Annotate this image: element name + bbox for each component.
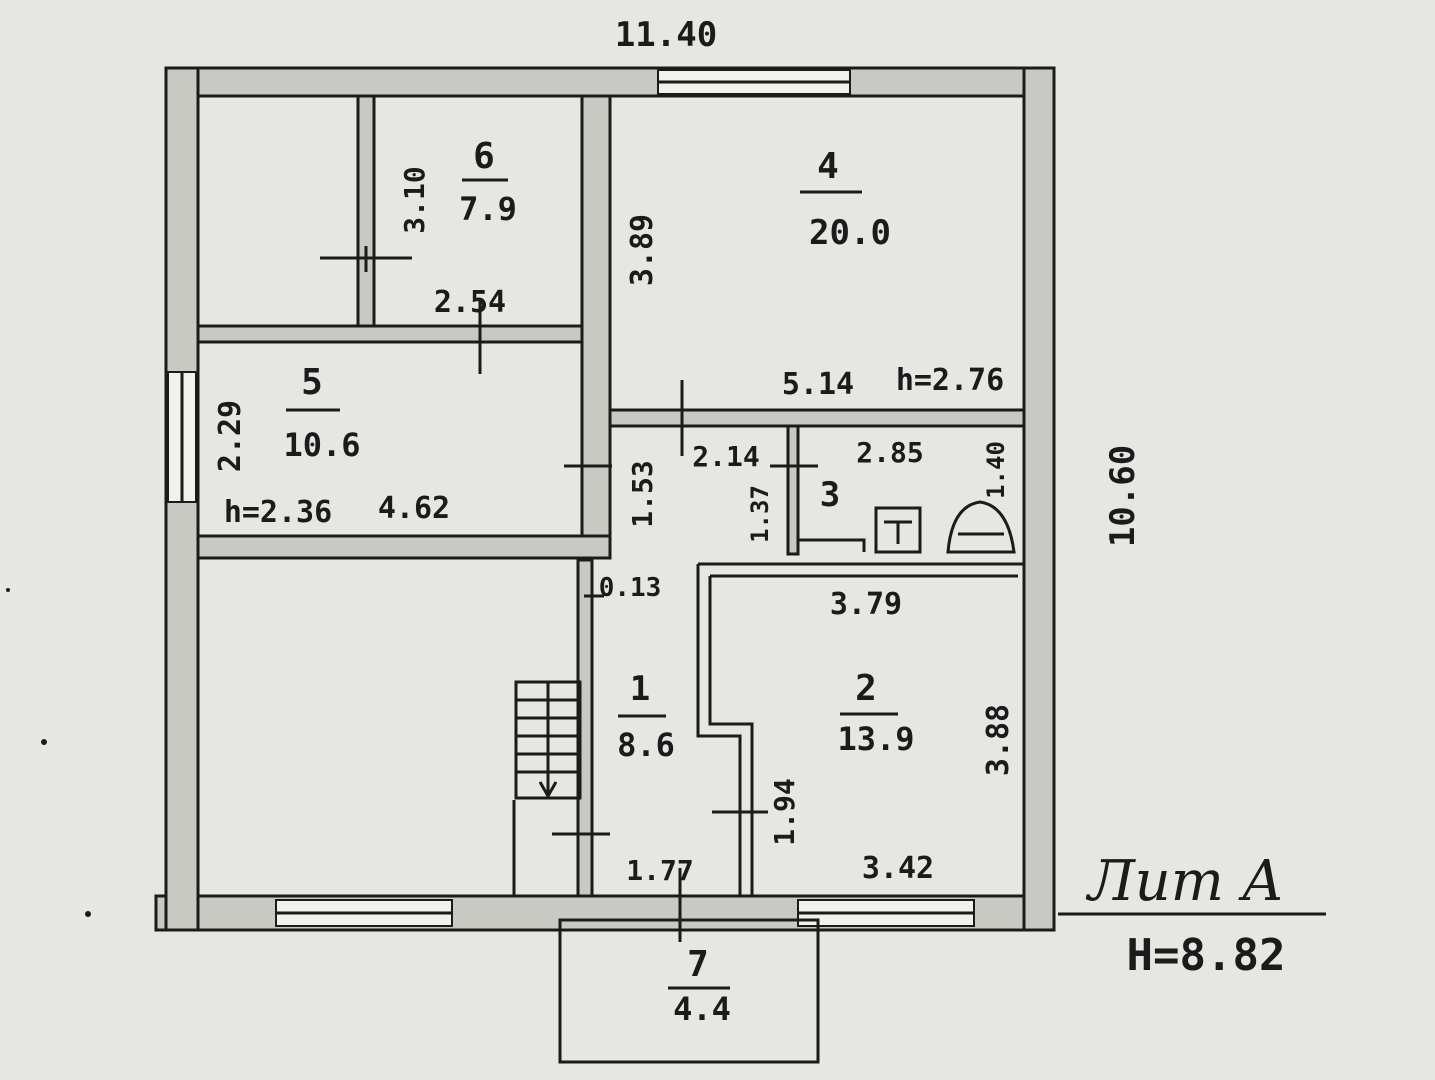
door-markers: [320, 246, 818, 942]
room-6-number: 6: [473, 136, 495, 177]
windows: [167, 69, 975, 927]
room-1-number: 1: [630, 669, 650, 709]
room-5-number: 5: [301, 362, 323, 403]
wall-5-bottom: [196, 534, 612, 560]
dim-153: 1.53: [626, 460, 659, 527]
speck: [85, 911, 91, 917]
dimension-labels: 11.40 10.60 3.10 2.54 3.89 5.14 h=2.76 2…: [213, 15, 1143, 887]
dim-342: 3.42: [862, 851, 934, 886]
dim-254: 2.54: [434, 285, 506, 320]
dim-total-height: 10.60: [1103, 445, 1143, 547]
staircase: [512, 680, 582, 896]
dim-229: 2.29: [213, 400, 248, 472]
wall-room2-outline: [696, 562, 1024, 896]
dim-137: 1.37: [746, 485, 774, 543]
dim-310: 3.10: [398, 166, 431, 233]
bathroom-fixtures: [798, 500, 1016, 554]
room-2-area: 13.9: [837, 720, 914, 758]
wall-6-5: [196, 324, 584, 344]
room-labels: 6 7.9 4 20.0 5 10.6 3 1 8.6 2 13.9 7 4.4: [283, 136, 914, 1028]
wall-north: [166, 66, 1052, 98]
room-7-number: 7: [687, 944, 709, 985]
dim-388: 3.88: [981, 704, 1016, 776]
toilet-icon: [874, 506, 922, 554]
bath-ledge: [798, 538, 866, 552]
dim-389: 3.89: [625, 214, 660, 286]
dim-214: 2.14: [692, 440, 759, 473]
wall-bath-partition: [786, 424, 800, 556]
dim-177: 1.77: [626, 854, 693, 887]
room-3-number: 3: [820, 475, 840, 515]
dim-140: 1.40: [982, 441, 1010, 499]
lit-label: Лит А: [1085, 849, 1284, 914]
dim-514: 5.14: [782, 367, 854, 402]
dim-total-width: 11.40: [615, 15, 717, 55]
dim-h-276: h=2.76: [896, 363, 1004, 398]
dim-013: 0.13: [599, 573, 662, 603]
dim-h-236: h=2.36: [224, 495, 332, 530]
room-5-area: 10.6: [283, 426, 360, 464]
wall-6-4: [580, 94, 612, 548]
building-height: Н=8.82: [1127, 930, 1286, 981]
room-6-area: 7.9: [459, 190, 517, 228]
room-4-number: 4: [817, 146, 839, 187]
room-4-area: 20.0: [809, 213, 891, 253]
interior-walls: [196, 94, 1026, 898]
porch-room7: [558, 918, 820, 1064]
wall-corridor-west: [576, 558, 594, 898]
speck: [41, 739, 47, 745]
wall-room6-partition: [356, 94, 376, 328]
dim-379: 3.79: [830, 587, 902, 622]
wall-4-bottom: [608, 408, 1026, 428]
dim-462: 4.62: [378, 491, 450, 526]
dim-194: 1.94: [768, 778, 801, 845]
dim-285: 2.85: [856, 436, 923, 469]
room-7-area: 4.4: [673, 990, 731, 1028]
plan-stamp: Лит А Н=8.82: [1058, 849, 1326, 981]
wall-east: [1022, 66, 1056, 932]
room-2-number: 2: [855, 668, 877, 709]
sink-icon: [946, 500, 1016, 554]
room-1-area: 8.6: [617, 726, 675, 764]
speck: [6, 588, 10, 592]
